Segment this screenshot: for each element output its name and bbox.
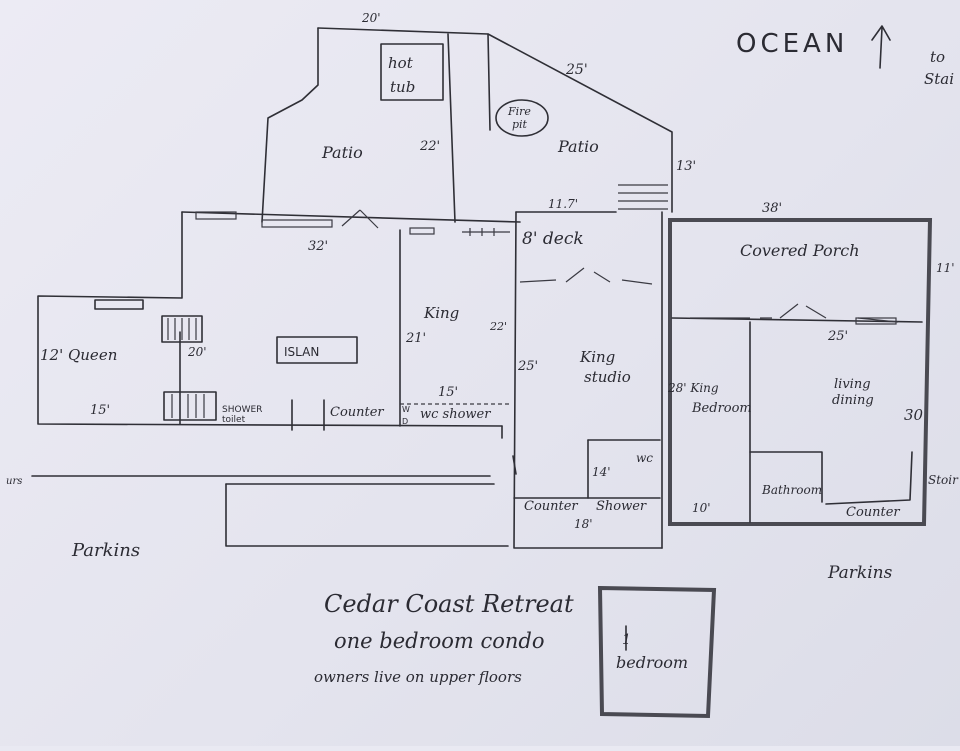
left-window [94, 299, 144, 310]
title-label: Cedar Coast Retreat [324, 590, 574, 618]
hot-tub-outline [380, 43, 444, 101]
dim-11-7: 11.7' [548, 197, 578, 211]
dim-10: 10' [692, 501, 711, 515]
studio-doors [519, 267, 653, 285]
fireplace-bars [167, 318, 197, 340]
stairs-right-label: Stoir [928, 473, 959, 487]
dim-38: 38' [762, 201, 782, 216]
patio-left-label: Patio [321, 143, 363, 162]
dim-14: 14' [592, 465, 611, 479]
counter-right-label: Counter [846, 505, 900, 520]
note-label: owners live on upper floors [314, 668, 522, 686]
island-label: ISLAN [284, 345, 319, 359]
dim-22-patio: 22' [419, 139, 440, 154]
fire-pit-label-2: pit [512, 118, 528, 131]
deck-rail [462, 228, 510, 236]
top-width-label: 20' [361, 11, 381, 25]
dim-15-mid: 15' [438, 385, 458, 400]
shower-grate [163, 391, 217, 421]
hot-tub-label-2: tub [390, 78, 415, 96]
dim-25-top: 25' [565, 62, 588, 78]
shower-studio-label: Shower [596, 499, 647, 514]
dim-25-porch: 25' [827, 329, 848, 344]
shower-toilet-label-1: SHOWER [222, 405, 262, 415]
king-window [409, 227, 435, 235]
subtitle-label: one bedroom condo [334, 629, 545, 653]
patio-window-1 [195, 211, 237, 220]
living-dining-label-2: dining [832, 393, 874, 408]
king-bedroom-label-2: Bedroom [691, 401, 752, 416]
legend-label: bedroom [616, 653, 688, 672]
patio-door-swing [341, 209, 379, 229]
shower-toilet-label-2: toilet [222, 415, 246, 425]
fire-pit-outline [495, 99, 549, 137]
wc-shower-label: wc shower [420, 407, 491, 422]
ocean-label: OCEAN [736, 29, 848, 59]
dim-30: 30 [904, 406, 924, 424]
dim-13: 13' [676, 159, 696, 174]
porch-window [855, 317, 897, 325]
right-unit-walls [668, 218, 933, 526]
dim-25-studio: 25' [517, 359, 538, 374]
king-studio-walls [512, 211, 663, 549]
parking-right-label: Parkins [827, 563, 893, 583]
patio-right-label: Patio [557, 137, 599, 156]
dim-18: 18' [574, 517, 593, 531]
counter-left-label: Counter [330, 405, 384, 420]
exterior-stairs-top [618, 184, 668, 210]
porch-doors [690, 303, 899, 323]
legend-count: 1 [622, 632, 631, 648]
stairs-left-label: urs [6, 476, 22, 487]
king-studio-label-1: King [579, 348, 615, 366]
patio-window-2 [261, 219, 333, 228]
king-studio-label-2: studio [584, 368, 631, 386]
living-dining-label-1: living [834, 377, 871, 392]
patio-wing-walls [261, 27, 673, 223]
dim-32: 32' [308, 239, 328, 254]
bathroom-label: Bathroom [761, 483, 822, 497]
dim-11-right: 11' [936, 261, 955, 275]
parking-left-label: Parkins [71, 540, 140, 561]
to-stairs-label-2: Stai [924, 70, 954, 88]
queen-label: 12' Queen [40, 346, 117, 364]
dim-22-king: 22' [489, 320, 507, 333]
dim-21: 21' [405, 331, 426, 346]
deck-label: 8' deck [522, 229, 584, 249]
ocean-arrow-icon [871, 25, 891, 69]
left-unit-walls [37, 211, 521, 439]
fireplace-grate [161, 315, 203, 343]
fire-pit-label-1: Fire [507, 105, 531, 118]
dim-15-left: 15' [90, 403, 110, 418]
covered-porch-label: Covered Porch [740, 241, 860, 260]
left-lower-walls [31, 475, 509, 547]
wc-right-label: wc [636, 451, 653, 465]
dryer-label: D [402, 417, 408, 426]
to-stairs-label-1: to [930, 48, 945, 66]
shower-grate-bars [171, 394, 205, 418]
king-label: King [423, 304, 459, 322]
washer-label: W [402, 405, 410, 414]
island-counter [276, 336, 358, 364]
dim-20: 20' [187, 345, 207, 359]
counter-studio-label: Counter [524, 499, 578, 514]
hot-tub-label-1: hot [388, 54, 414, 72]
legend-box [597, 585, 717, 719]
king-bedroom-label-1: 28' King [667, 381, 719, 395]
